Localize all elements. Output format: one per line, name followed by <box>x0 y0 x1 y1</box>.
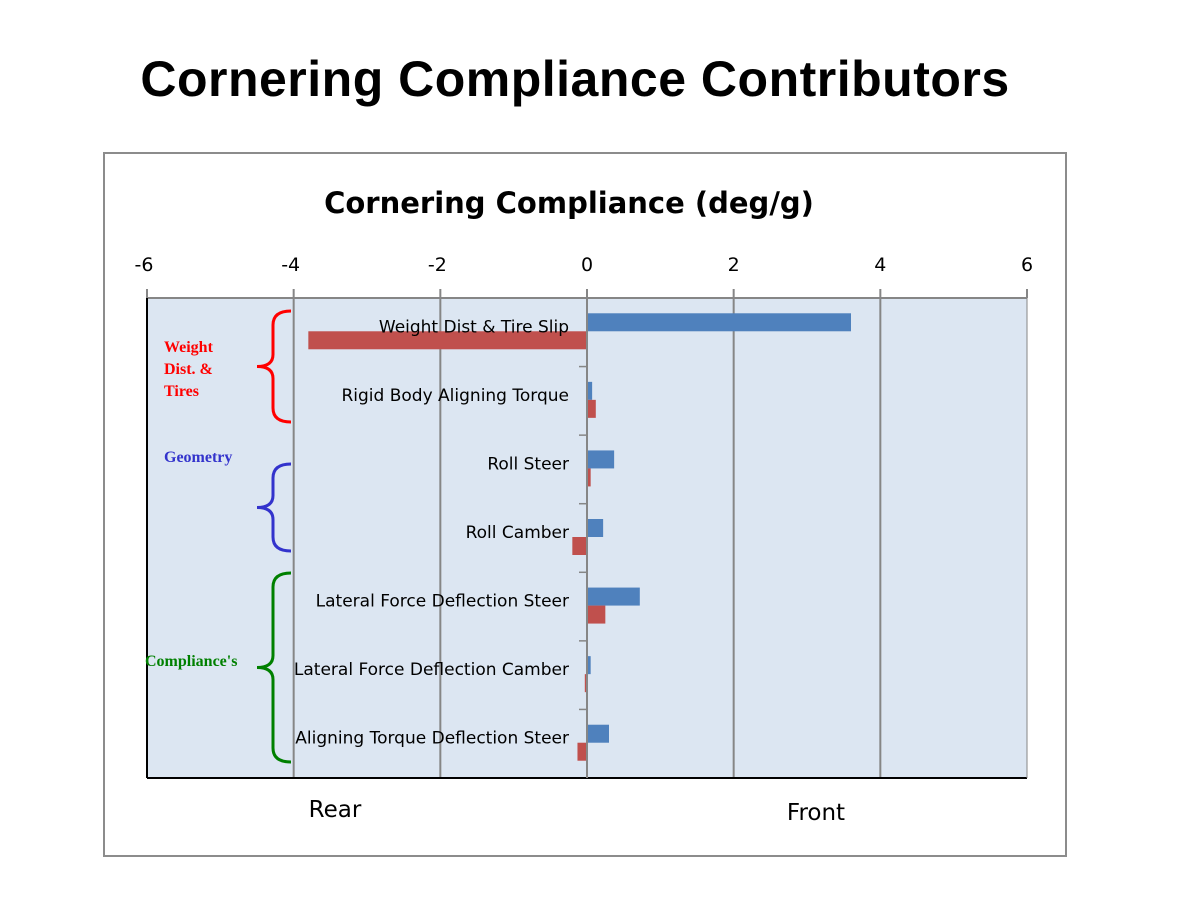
category-label: Rigid Body Aligning Torque <box>341 386 569 406</box>
category-label: Weight Dist & Tire Slip <box>379 317 569 337</box>
bar-series-2 <box>587 605 606 624</box>
group-label: Geometry <box>164 449 232 466</box>
bar-series-2 <box>587 399 596 418</box>
bar-series-1 <box>587 519 604 537</box>
category-label: Roll Camber <box>466 523 569 543</box>
front-label: Front <box>787 800 845 826</box>
bar-series-1 <box>587 381 593 400</box>
x-tick-label: -2 <box>428 254 447 276</box>
bar-series-1 <box>587 313 851 332</box>
group-brace <box>256 309 292 424</box>
chart-title: Cornering Compliance (deg/g) <box>324 186 814 220</box>
x-tick-label: 2 <box>728 254 740 276</box>
bar-series-2 <box>308 331 587 350</box>
category-label: Lateral Force Deflection Camber <box>294 660 569 680</box>
bar-series-1 <box>587 724 609 743</box>
category-label: Lateral Force Deflection Steer <box>316 592 569 612</box>
bar-chart: Cornering Compliance (deg/g) -6 -4 -2 0 2 4 6W… <box>135 186 1034 826</box>
group-label: Tires <box>164 383 199 400</box>
group-brace <box>256 462 292 553</box>
bar-series-1 <box>587 587 640 606</box>
bar-series-2 <box>572 537 587 555</box>
category-label: Aligning Torque Deflection Steer <box>295 729 569 749</box>
x-tick-label: 6 <box>1021 254 1033 276</box>
bar-series-2 <box>584 674 587 693</box>
slide-title: Cornering Compliance Contributors <box>140 51 1010 107</box>
x-tick-label: -4 <box>281 254 300 276</box>
group-label: Weight <box>164 339 214 356</box>
x-tick-label: -6 <box>135 254 154 276</box>
group-label: Dist. & <box>164 361 213 378</box>
bar-series-2 <box>577 742 587 761</box>
category-label: Roll Steer <box>487 454 569 474</box>
bar-series-1 <box>587 656 591 675</box>
x-tick-label: 0 <box>581 254 593 276</box>
x-tick-label: 4 <box>874 254 886 276</box>
rear-label: Rear <box>309 797 362 823</box>
bar-series-2 <box>587 468 591 487</box>
group-brace <box>256 571 292 764</box>
group-label: Compliance's <box>145 653 237 670</box>
bar-series-1 <box>587 450 615 469</box>
